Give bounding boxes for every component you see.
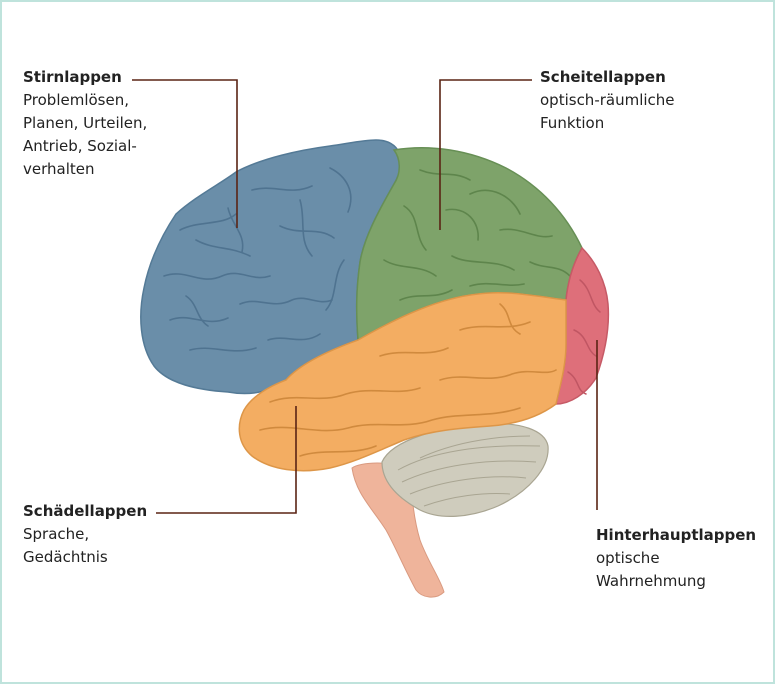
temporal-gyri <box>259 303 557 457</box>
frontal-lobe-description: Problemlösen, Planen, Urteilen, Antrieb,… <box>23 91 148 178</box>
occipital-lobe-description: optische Wahrnehmung <box>596 549 706 590</box>
occipital-lobe-label: Hinterhauptlappen optische Wahrnehmung <box>596 524 756 593</box>
parietal-lobe-description: optisch-räumliche Funktion <box>540 91 675 132</box>
temporal-lobe <box>238 291 567 472</box>
leader-line-frontal <box>132 79 238 228</box>
occipital-lobe-name: Hinterhauptlappen <box>596 526 757 544</box>
frontal-lobe-label: Stirnlappen Problemlösen, Planen, Urteil… <box>23 66 147 181</box>
frontal-gyri <box>163 167 352 352</box>
occipital-gyri <box>567 279 601 395</box>
temporal-lobe-description: Sprache, Gedächtnis <box>23 525 108 566</box>
parietal-lobe-name: Scheitellappen <box>540 68 666 86</box>
parietal-gyri <box>383 169 571 301</box>
parietal-lobe-label: Scheitellappen optisch-räumliche Funktio… <box>540 66 675 135</box>
temporal-lobe-label: Schädellappen Sprache, Gedächtnis <box>23 500 147 569</box>
leader-lines <box>132 79 598 514</box>
leader-line-temporal <box>156 406 297 514</box>
cerebellum-folia <box>397 435 541 507</box>
leader-line-parietal <box>439 79 532 230</box>
frontal-lobe-name: Stirnlappen <box>23 68 122 86</box>
temporal-lobe-name: Schädellappen <box>23 502 148 520</box>
